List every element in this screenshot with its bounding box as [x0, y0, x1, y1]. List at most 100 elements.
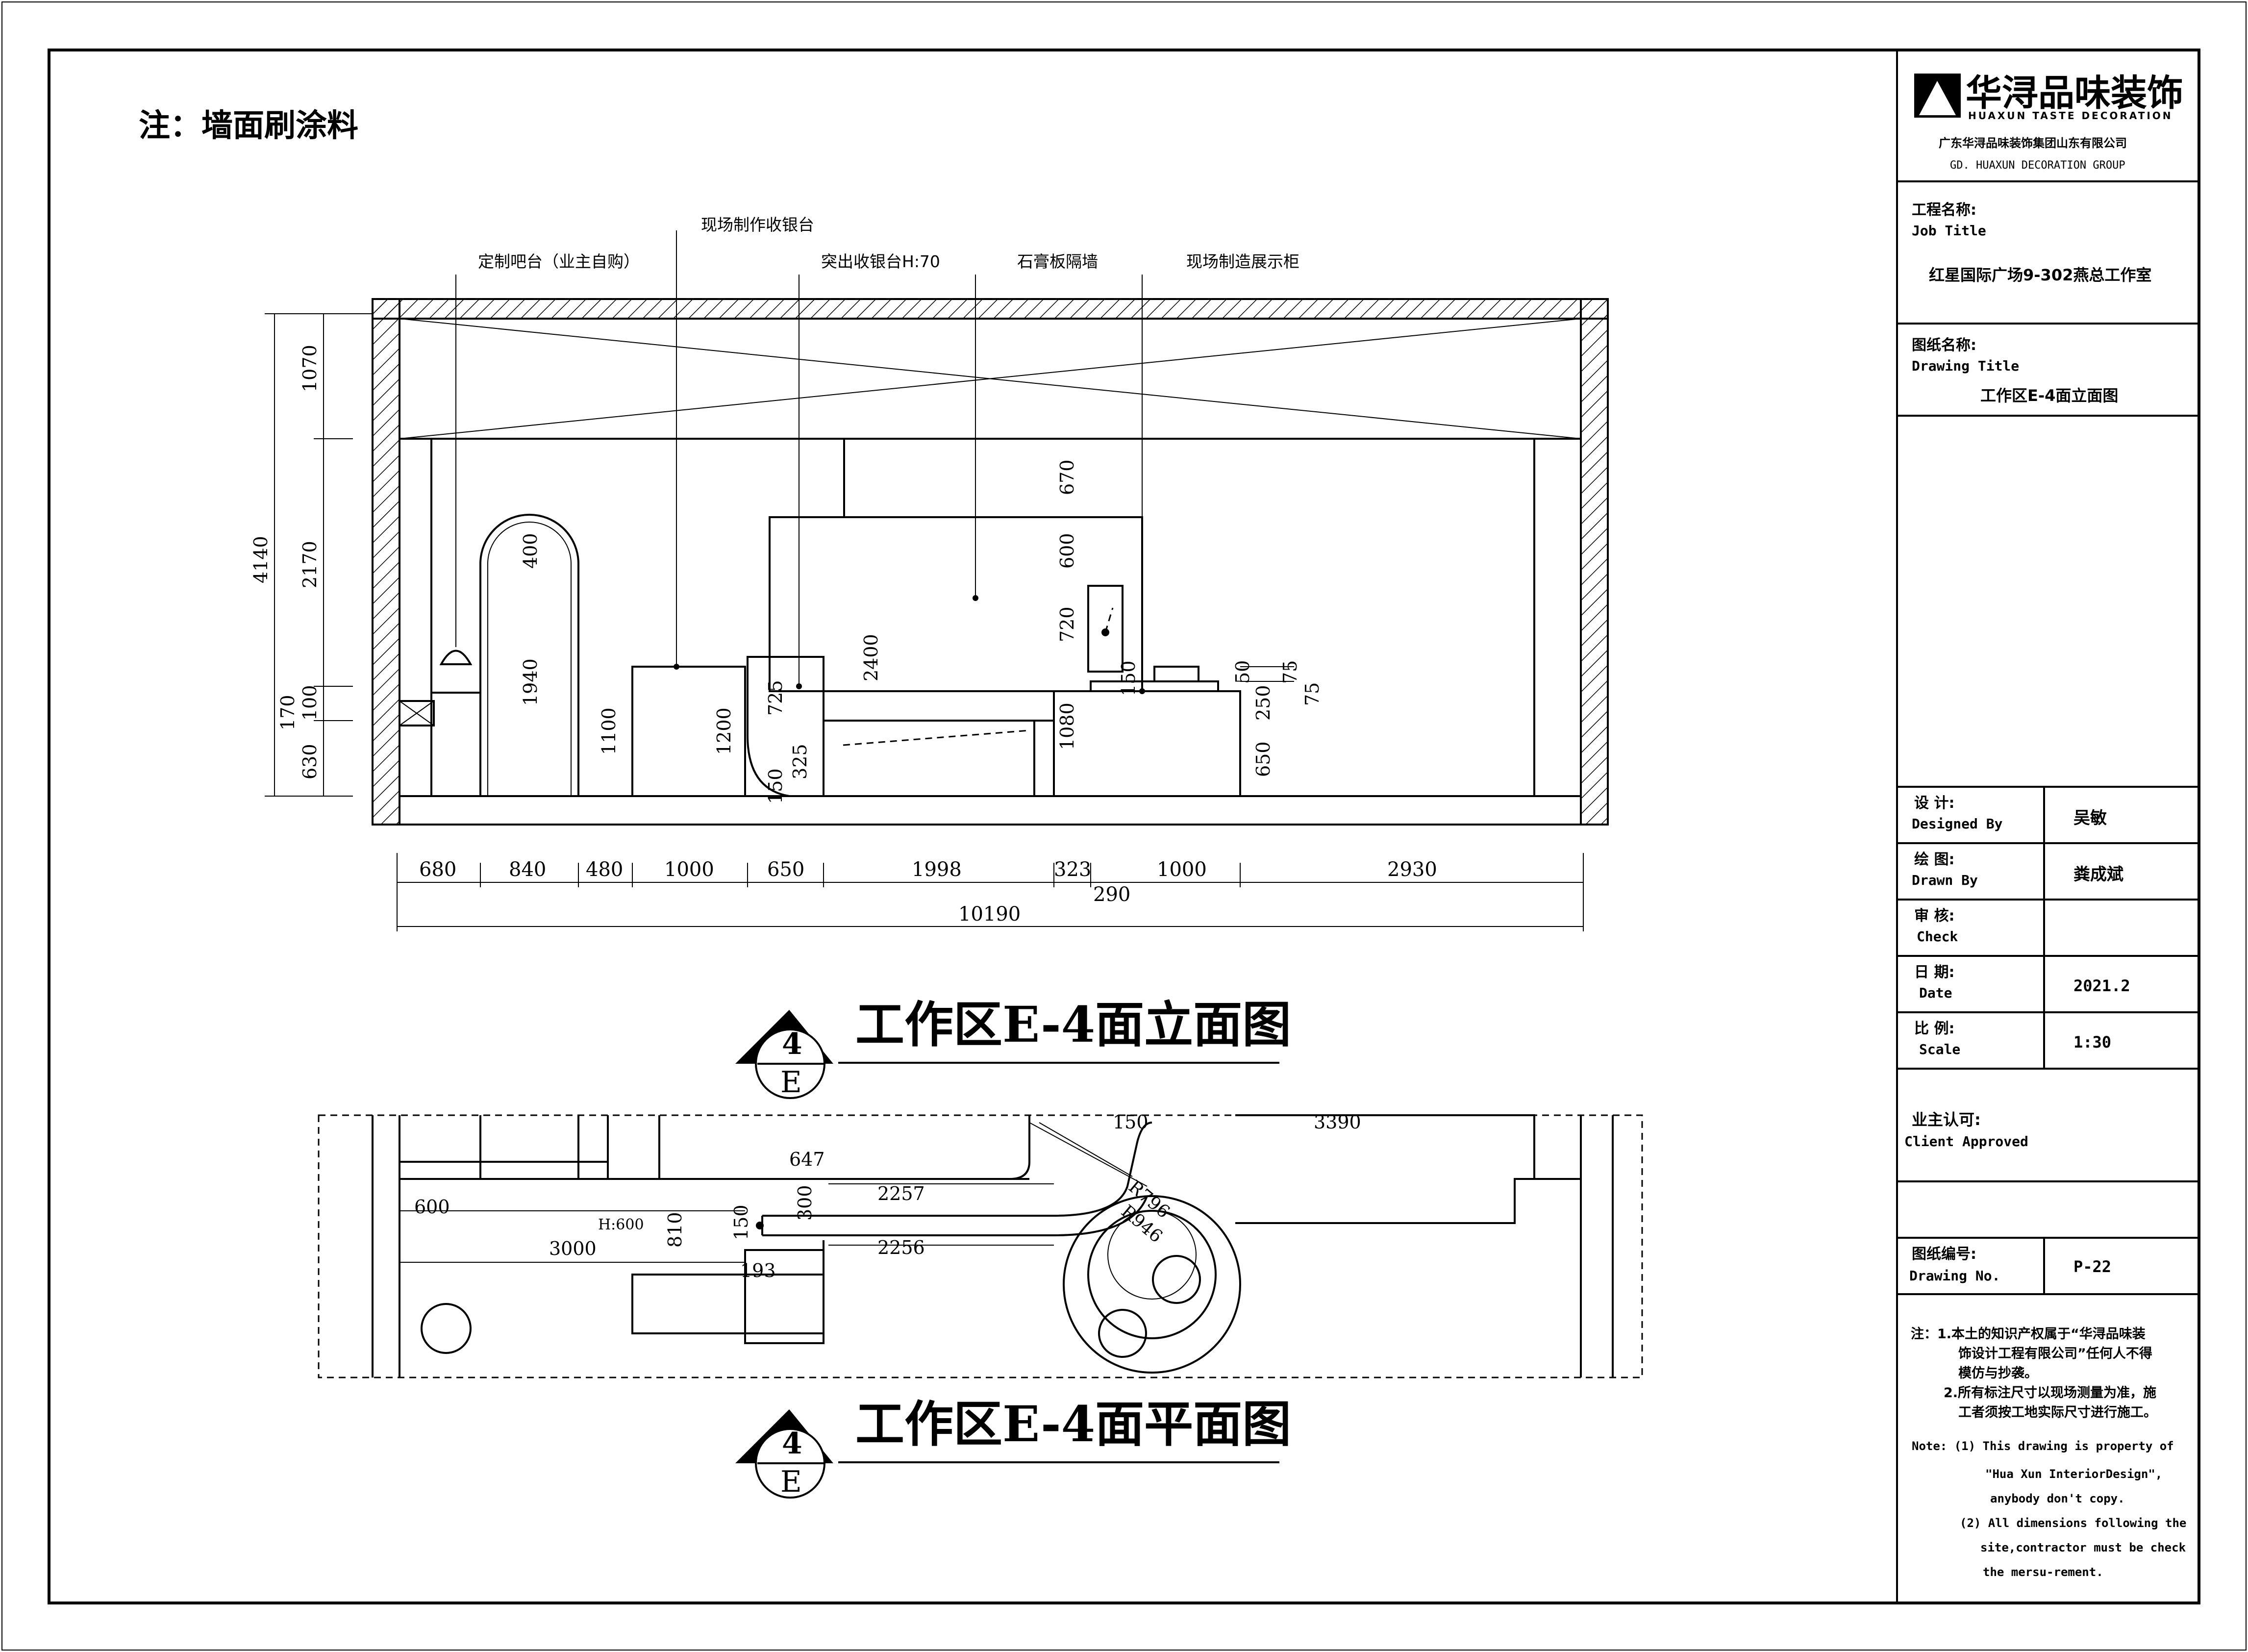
cashier-dash	[843, 729, 1030, 746]
dim-630: 630	[299, 744, 321, 779]
ceiling-void	[399, 318, 1582, 440]
company-name-cn: 华浔品味装饰	[1966, 72, 2183, 114]
dim-840: 840	[509, 858, 546, 881]
drawn-label-cn: 绘 图:	[1914, 851, 1954, 868]
display-cabinet	[1053, 690, 1241, 797]
designed-label-cn: 设 计:	[1914, 795, 1954, 812]
note-cn-line: 工者须按工地实际尺寸进行施工。	[1958, 1404, 2157, 1420]
dim-50: 50	[1232, 660, 1253, 684]
dim-150a: 150	[765, 768, 786, 804]
index-number: 4	[782, 1427, 802, 1461]
partition-wall	[769, 516, 1143, 692]
elevation-title: 工作区E-4面立面图	[855, 996, 1291, 1053]
index-number: 4	[782, 1027, 802, 1061]
note-en-line: "Hua Xun InteriorDesign",	[1985, 1467, 2162, 1481]
dim-1080: 1080	[1056, 702, 1078, 750]
plan-stool	[1098, 1309, 1147, 1358]
cabinet-top-box	[1090, 680, 1219, 692]
plan-round-table-outer	[1063, 1195, 1241, 1374]
note-cn-line: 饰设计工程有限公司”任何人不得	[1958, 1346, 2152, 1361]
note-cn-line: 模仿与抄袭。	[1958, 1366, 2038, 1381]
left-wall	[372, 298, 400, 826]
note-cn-line: 2.所有标注尺寸以现场测量为准，施	[1944, 1385, 2156, 1401]
job-title-label-cn: 工程名称:	[1912, 201, 1976, 219]
drawn-label-en: Drawn By	[1912, 872, 1978, 888]
plan-dashed-boundary	[318, 1114, 1643, 1378]
plan-dim-2257: 2257	[877, 1183, 925, 1204]
company-logo-glyph	[1919, 81, 1956, 115]
index-sheet: E	[780, 1065, 802, 1100]
plan-cashier	[631, 1274, 824, 1334]
note-en-line: Note: (1) This drawing is property of	[1912, 1439, 2174, 1453]
plan-dims: 150 3390 647 2257 300 600 H:600 810 150 …	[414, 1111, 1361, 1281]
plan-dim-300: 300	[794, 1185, 816, 1221]
company-full: 广东华浔品味装饰集团山东有限公司	[1939, 136, 2127, 150]
drawing-no-label-en: Drawing No.	[1909, 1268, 2000, 1284]
drawing-title-label-cn: 图纸名称:	[1912, 337, 1976, 354]
date-value: 2021.2	[2073, 976, 2130, 995]
cashier-base	[823, 690, 1055, 722]
dim-10190: 10190	[958, 903, 1021, 926]
bar-stool-x2	[399, 701, 434, 726]
client-label-cn: 业主认可:	[1912, 1110, 1981, 1129]
dim-4140: 4140	[250, 536, 272, 583]
index-sheet: E	[780, 1465, 802, 1499]
dim-323: 323	[1054, 858, 1091, 881]
bar-counter	[430, 692, 481, 797]
callout-cashier-top: 突出收银台H:70	[821, 252, 940, 271]
dim-75a: 75	[1279, 660, 1301, 684]
elevation-callouts: 定制吧台（业主自购） 现场制作收银台 突出收银台H:70 石膏板隔墙 现场制造展…	[455, 215, 1299, 691]
client-label-en: Client Approved	[1904, 1133, 2028, 1150]
dim-720: 720	[1056, 606, 1078, 642]
job-title: 红星国际广场9-302燕总工作室	[1929, 266, 2151, 284]
plan-title: 工作区E-4面平面图	[855, 1395, 1291, 1453]
arched-niche	[479, 514, 579, 796]
note-en-line: site,contractor must be check	[1980, 1541, 2186, 1554]
plan-drawing	[318, 1114, 1643, 1378]
dim-250: 250	[1252, 685, 1274, 721]
job-title-label-en: Job Title	[1912, 223, 1986, 239]
plan-curved-wall-outer	[1533, 1115, 1581, 1180]
sconce-dot	[1101, 628, 1109, 636]
designed-value: 吴敏	[2073, 808, 2107, 828]
inner-frame	[48, 49, 2200, 1604]
note-en-line: the mersu-rement.	[1983, 1565, 2103, 1579]
plan-dim-2256: 2256	[877, 1237, 925, 1258]
dim-600: 600	[1056, 533, 1078, 569]
dim-650: 650	[1252, 741, 1274, 777]
plan-partition	[1235, 1114, 1535, 1224]
ceiling-slab	[372, 298, 1609, 320]
scale-label-cn: 比 例:	[1914, 1020, 1954, 1037]
dim-650b: 650	[767, 858, 804, 881]
plan-desk-arm	[762, 1122, 1152, 1217]
plan-dim-3390: 3390	[1314, 1111, 1361, 1133]
plan-stool-left	[421, 1303, 472, 1354]
note-en-line: (2) All dimensions following the	[1960, 1516, 2186, 1530]
drawing-title-label-en: Drawing Title	[1912, 358, 2019, 374]
dim-480: 480	[586, 858, 623, 881]
dim-2930: 2930	[1387, 858, 1437, 881]
title-block: 华浔品味装饰 HUAXUN TASTE DECORATION 广东华浔品味装饰集…	[1897, 72, 2199, 1579]
dim-290: 290	[1093, 883, 1130, 906]
dim-2400: 2400	[860, 634, 882, 681]
sconce-dash	[1104, 607, 1114, 633]
date-label-en: Date	[1919, 985, 1952, 1001]
dim-150b: 150	[1118, 660, 1139, 696]
plan-stool	[1152, 1255, 1201, 1304]
cashier-block	[631, 666, 746, 797]
callout-cabinet: 现场制造展示柜	[1186, 252, 1299, 271]
dim-1200: 1200	[713, 707, 735, 755]
plan-round-table-inner	[1107, 1210, 1197, 1300]
plan-leader	[1029, 1122, 1148, 1187]
scale-value: 1:30	[2073, 1033, 2111, 1051]
drawn-value: 粪成斌	[2073, 865, 2123, 884]
bar-stool	[399, 700, 435, 726]
plan-curved-wall	[1009, 1115, 1030, 1180]
plan-dim-600: 600	[414, 1196, 450, 1218]
callout-cashier: 现场制作收银台	[701, 215, 814, 234]
date-label-cn: 日 期:	[1914, 964, 1954, 981]
dim-325: 325	[789, 744, 811, 779]
dim-680: 680	[419, 858, 456, 881]
